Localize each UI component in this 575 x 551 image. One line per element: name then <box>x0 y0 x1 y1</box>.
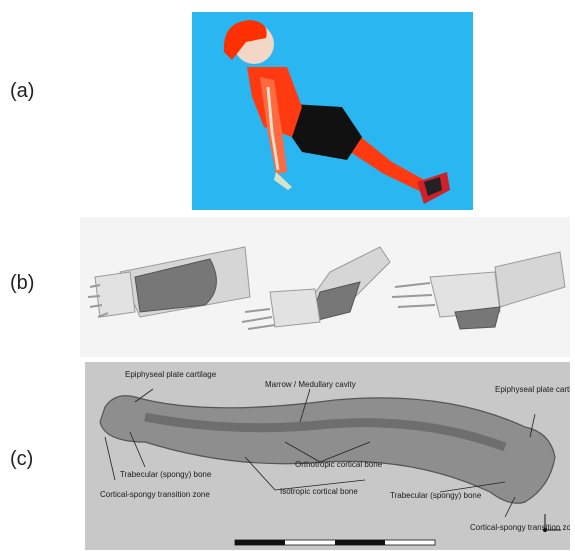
panel-label-a: (a) <box>10 80 34 103</box>
label-epiphyseal-left: Epiphyseal plate cartilage <box>125 370 217 379</box>
label-trabecular-right: Trabecular (spongy) bone <box>390 491 482 500</box>
panel-label-c: (c) <box>10 448 33 471</box>
panel-b-forearm-mesh-images <box>80 217 570 357</box>
label-cortical-right: Cortical-spongy transition zone <box>470 523 570 532</box>
label-isotropic: Isotropic cortical bone <box>280 487 358 496</box>
label-epiphyseal-right: Epiphyseal plate cartilage <box>495 385 570 394</box>
panel-label-b: (b) <box>10 272 34 295</box>
label-trabecular-left: Trabecular (spongy) bone <box>120 470 212 479</box>
panel-c-bone-model-image: Epiphyseal plate cartilage Marrow / Medu… <box>85 362 570 550</box>
label-orthotropic: Orthotropic cortical bone <box>295 460 383 469</box>
panel-a-fall-simulation-image <box>192 12 473 210</box>
scale-bar <box>235 540 435 545</box>
label-marrow: Marrow / Medullary cavity <box>265 380 356 389</box>
label-cortical-left: Cortical-spongy transition zone <box>100 490 210 499</box>
